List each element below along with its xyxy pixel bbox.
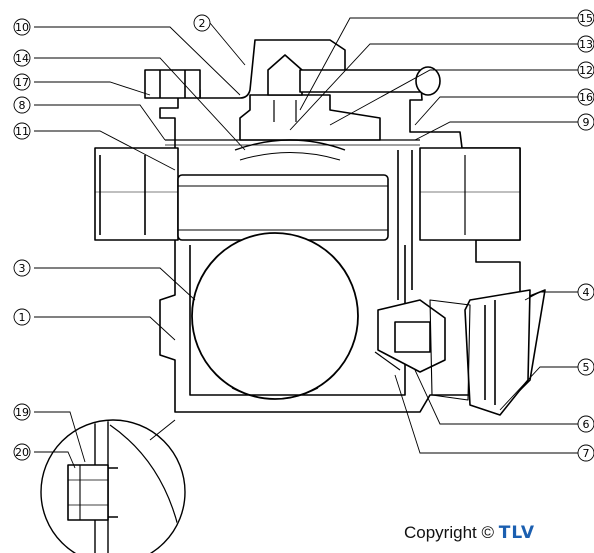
callout-label: 17 xyxy=(15,76,29,89)
callout-4: 4 xyxy=(577,283,594,301)
float-ball-highlight xyxy=(231,387,319,400)
callout-1: 1 xyxy=(13,308,31,326)
callout-19: 19 xyxy=(13,403,31,421)
inlet-port xyxy=(94,147,179,241)
callout-14: 14 xyxy=(13,49,31,67)
callout-label: 15 xyxy=(579,12,593,25)
callout-label: 14 xyxy=(15,52,29,65)
callout-label: 11 xyxy=(15,125,29,138)
callout-label: 4 xyxy=(583,286,590,299)
callout-17: 17 xyxy=(13,73,31,91)
callout-label: 7 xyxy=(583,447,590,460)
callout-12: 12 xyxy=(577,61,594,79)
callout-label: 8 xyxy=(19,99,26,112)
callout-label: 13 xyxy=(579,38,593,51)
callout-label: 1 xyxy=(19,311,26,324)
top-plug xyxy=(144,69,201,99)
callout-20: 20 xyxy=(13,443,31,461)
float-ball xyxy=(191,232,359,400)
cover-screen xyxy=(429,299,471,401)
callout-9: 9 xyxy=(577,113,594,131)
leader-lines xyxy=(34,17,578,469)
callout-label: 10 xyxy=(15,21,29,34)
callout-13: 13 xyxy=(577,35,594,53)
orifice xyxy=(394,321,431,353)
seat-gasket xyxy=(374,351,401,371)
inlet-bore xyxy=(99,155,146,235)
callout-5: 5 xyxy=(577,358,594,376)
callout-3: 3 xyxy=(13,259,31,277)
callout-label: 20 xyxy=(15,446,29,459)
drain-passage xyxy=(397,150,413,300)
callout-label: 5 xyxy=(583,361,590,374)
outlet-port xyxy=(419,147,521,241)
callout-16: 16 xyxy=(577,88,594,106)
callout-7: 7 xyxy=(577,444,594,462)
copyright-notice: Copyright © TLV xyxy=(404,523,535,543)
trap-drawing xyxy=(40,39,546,553)
callout-2: 2 xyxy=(193,14,211,32)
callout-15: 15 xyxy=(577,9,594,27)
callout-label: 12 xyxy=(579,64,593,77)
callout-8: 8 xyxy=(13,96,31,114)
callout-label: 2 xyxy=(199,17,206,30)
brand-logo: TLV xyxy=(498,523,535,543)
callout-6: 6 xyxy=(577,415,594,433)
maintenance-cover xyxy=(464,289,531,416)
copyright-text: Copyright © xyxy=(404,523,495,542)
diaphragm-element-2 xyxy=(239,152,341,161)
drain-plug xyxy=(67,464,109,521)
callout-label: 3 xyxy=(19,262,26,275)
callout-10: 10 xyxy=(13,18,31,36)
callout-label: 16 xyxy=(579,91,593,104)
callout-11: 11 xyxy=(13,122,31,140)
callout-label: 9 xyxy=(583,116,590,129)
callout-markers: 1 2 3 4 5 6 7 8 9 10 11 12 13 14 15 16 1… xyxy=(13,9,594,462)
callout-label: 19 xyxy=(15,406,29,419)
callout-label: 6 xyxy=(583,418,590,431)
